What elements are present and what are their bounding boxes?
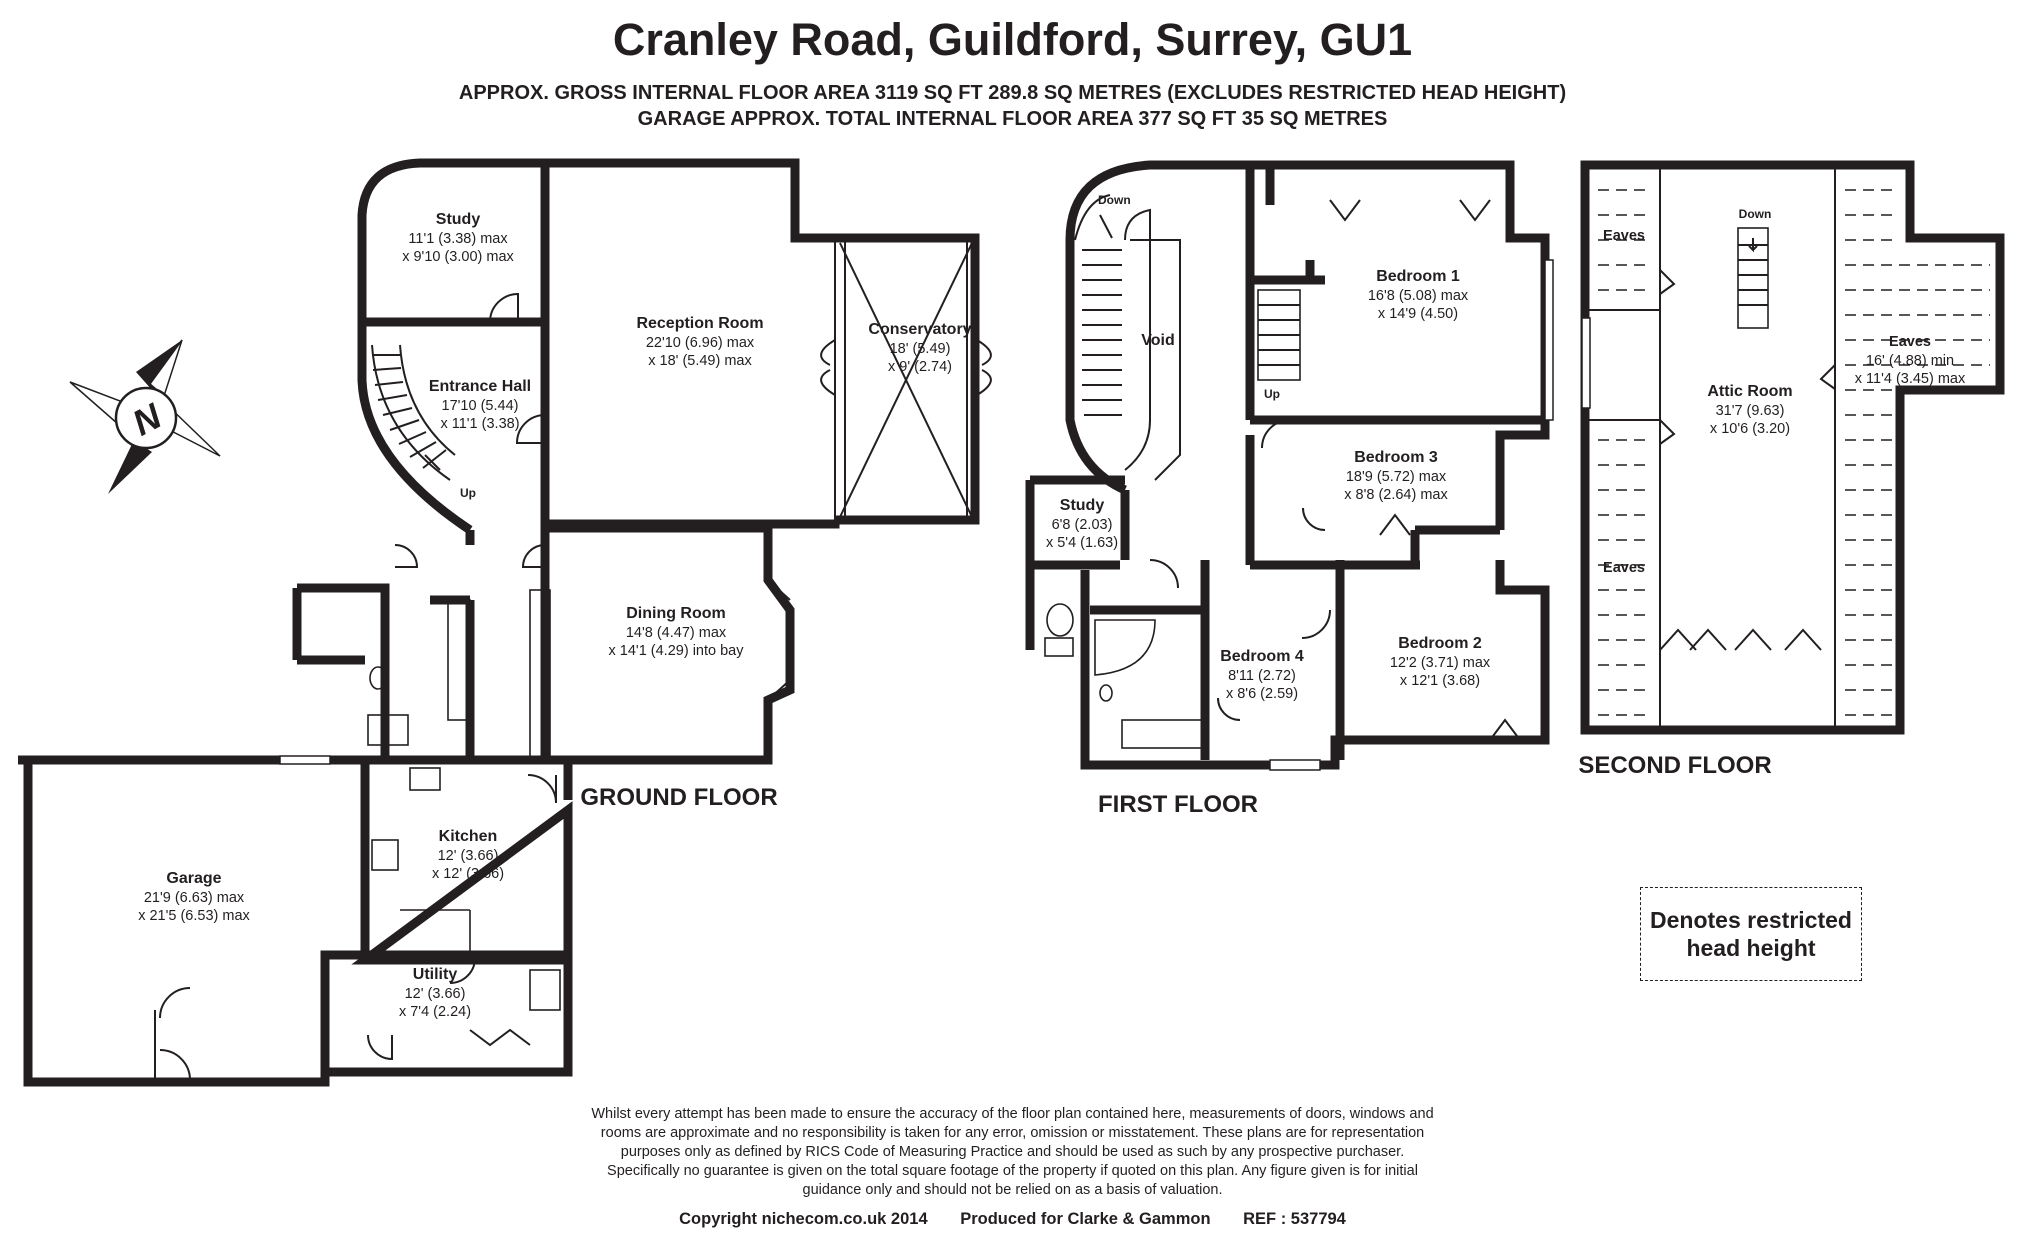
first-floor-plan: Void Down Up xyxy=(1025,160,1554,771)
legend-line-2: head height xyxy=(1686,935,1816,961)
eaves-right-dim1: 16' (4.88) min xyxy=(1866,353,1954,369)
room-dim1-study-first: 6'8 (2.03) xyxy=(1052,517,1113,533)
room-name-study-ground: Study xyxy=(436,211,481,228)
eaves-label-top-left: Eaves xyxy=(1603,228,1645,244)
room-dim2-kitchen: x 12' (3.66) xyxy=(432,866,504,882)
eaves-label-bottom-left: Eaves xyxy=(1603,560,1645,576)
ground-floor-plan: Up xyxy=(18,158,992,1087)
eaves-right-dim2: x 11'4 (3.45) max xyxy=(1855,371,1966,387)
disclaimer-line: Specifically no guarantee is given on th… xyxy=(607,1163,1418,1179)
room-name-conservatory: Conservatory xyxy=(868,321,971,338)
room-dim1-garage: 21'9 (6.63) max xyxy=(144,890,245,906)
room-dim2-bedroom-3: x 8'8 (2.64) max xyxy=(1344,487,1448,503)
footer: Copyright nichecom.co.uk 2014 Produced f… xyxy=(0,1210,2025,1229)
first-down-label: Down xyxy=(1098,193,1131,207)
room-name-reception: Reception Room xyxy=(636,315,763,332)
eaves-label-right: Eaves xyxy=(1889,334,1931,350)
room-name-utility: Utility xyxy=(413,966,458,983)
ground-stair-label: Up xyxy=(460,486,476,500)
disclaimer-line: purposes only as defined by RICS Code of… xyxy=(620,1144,1405,1160)
room-dim1-conservatory: 18' (5.49) xyxy=(890,341,951,357)
room-name-kitchen: Kitchen xyxy=(439,828,498,845)
second-floor-label: SECOND FLOOR xyxy=(1578,752,1771,779)
room-name-bedroom-1: Bedroom 1 xyxy=(1376,268,1460,285)
ground-floor-label: GROUND FLOOR xyxy=(580,784,777,811)
disclaimer-line: rooms are approximate and no responsibil… xyxy=(600,1125,1425,1141)
room-dim1-dining: 14'8 (4.47) max xyxy=(626,625,727,641)
plan-title: Cranley Road, Guildford, Surrey, GU1 xyxy=(612,14,1413,65)
room-name-dining: Dining Room xyxy=(626,605,726,622)
second-floor-plan: Down Eaves Eaves Eaves 16' (4.88) min x … xyxy=(1580,160,2005,735)
room-dim2-bedroom-2: x 12'1 (3.68) xyxy=(1400,673,1480,689)
ground-room-labels: Study 11'1 (3.38) max x 9'10 (3.00) max … xyxy=(138,211,971,1020)
room-dim2-dining: x 14'1 (4.29) into bay xyxy=(609,643,745,659)
room-dim2-utility: x 7'4 (2.24) xyxy=(399,1004,471,1020)
room-dim1-study-ground: 11'1 (3.38) max xyxy=(408,231,508,247)
void-label: Void xyxy=(1141,332,1174,349)
room-name-attic: Attic Room xyxy=(1707,383,1792,400)
room-dim2-garage: x 21'5 (6.53) max xyxy=(138,908,250,924)
room-dim1-entrance-hall: 17'10 (5.44) xyxy=(442,398,519,414)
gross-area-line: APPROX. GROSS INTERNAL FLOOR AREA 3119 S… xyxy=(458,82,1567,104)
room-dim1-bedroom-2: 12'2 (3.71) max xyxy=(1390,655,1491,671)
room-dim1-kitchen: 12' (3.66) xyxy=(438,848,499,864)
garage-area-line: GARAGE APPROX. TOTAL INTERNAL FLOOR AREA… xyxy=(637,108,1388,130)
legend-line-1: Denotes restricted xyxy=(1650,907,1852,933)
disclaimer: Whilst every attempt has been made to en… xyxy=(0,1105,2025,1200)
compass-icon: N xyxy=(69,339,221,494)
reference-text: REF : 537794 xyxy=(1243,1210,1346,1228)
room-dim1-bedroom-1: 16'8 (5.08) max xyxy=(1368,288,1469,304)
room-name-bedroom-4: Bedroom 4 xyxy=(1220,648,1304,665)
room-dim2-bedroom-4: x 8'6 (2.59) xyxy=(1226,686,1298,702)
disclaimer-line: guidance only and should not be relied o… xyxy=(802,1182,1223,1198)
room-dim2-conservatory: x 9' (2.74) xyxy=(888,359,952,375)
room-dim2-reception: x 18' (5.49) max xyxy=(648,353,752,369)
room-dim1-bedroom-4: 8'11 (2.72) xyxy=(1228,668,1296,684)
room-dim2-entrance-hall: x 11'1 (3.38) xyxy=(440,416,519,432)
copyright-text: Copyright nichecom.co.uk 2014 xyxy=(679,1210,928,1228)
room-dim1-bedroom-3: 18'9 (5.72) max xyxy=(1346,469,1447,485)
second-down-label: Down xyxy=(1739,207,1772,221)
room-name-bedroom-2: Bedroom 2 xyxy=(1398,635,1482,652)
room-dim2-attic: x 10'6 (3.20) xyxy=(1710,421,1790,437)
room-name-study-first: Study xyxy=(1060,497,1105,514)
room-dim1-attic: 31'7 (9.63) xyxy=(1716,403,1785,419)
room-dim2-study-ground: x 9'10 (3.00) max xyxy=(402,249,514,265)
first-up-label: Up xyxy=(1264,387,1280,401)
first-room-labels: Bedroom 1 16'8 (5.08) max x 14'9 (4.50) … xyxy=(1046,268,1491,702)
disclaimer-line: Whilst every attempt has been made to en… xyxy=(591,1106,1434,1122)
room-name-entrance-hall: Entrance Hall xyxy=(429,378,531,395)
room-dim1-reception: 22'10 (6.96) max xyxy=(646,335,755,351)
restricted-head-height-legend: Denotes restricted head height xyxy=(1640,887,1862,981)
room-dim1-utility: 12' (3.66) xyxy=(405,986,466,1002)
first-floor-label: FIRST FLOOR xyxy=(1098,791,1258,818)
room-dim2-bedroom-1: x 14'9 (4.50) xyxy=(1378,306,1458,322)
room-name-bedroom-3: Bedroom 3 xyxy=(1354,449,1438,466)
room-dim2-study-first: x 5'4 (1.63) xyxy=(1046,535,1118,551)
produced-for-text: Produced for Clarke & Gammon xyxy=(960,1210,1211,1228)
room-name-garage: Garage xyxy=(166,870,221,887)
